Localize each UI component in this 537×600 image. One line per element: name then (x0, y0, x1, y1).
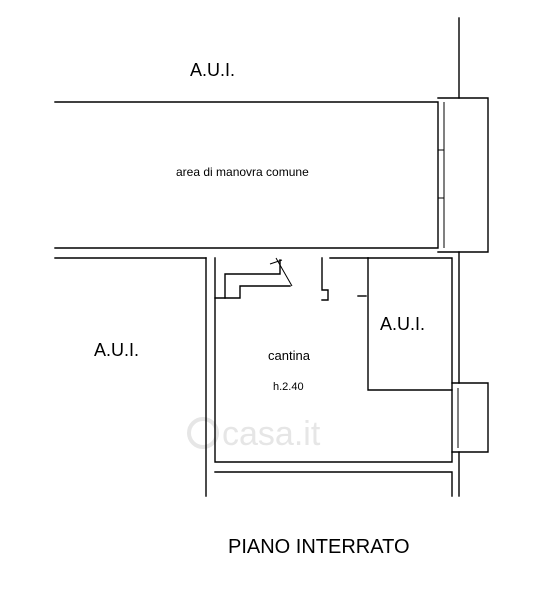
door-leaf (269, 259, 283, 265)
stair-landing (224, 259, 281, 299)
maneuver-area-outline (54, 101, 439, 249)
walls (54, 17, 489, 497)
ceiling-height-label: h.2.40 (273, 381, 304, 393)
aui-label-left: A.U.I. (94, 340, 139, 360)
aui-label-right: A.U.I. (380, 314, 425, 334)
door-swing (275, 257, 293, 287)
maneuver-area-label: area di manovra comune (176, 165, 309, 179)
floor-title: PIANO INTERRATO (228, 536, 410, 558)
aui-label-top: A.U.I. (190, 60, 235, 80)
corridor-bottom (214, 471, 453, 497)
watermark: casa.it (187, 415, 321, 453)
cellar-label: cantina (268, 348, 311, 363)
window-recess-top (437, 97, 489, 253)
cellar-outline (214, 257, 453, 463)
window-recess-bottom (451, 382, 489, 453)
cellar-inner-wall (214, 257, 329, 301)
watermark-text: casa.it (222, 415, 321, 453)
watermark-logo-icon (187, 417, 219, 449)
storage-room-outline (367, 257, 453, 391)
